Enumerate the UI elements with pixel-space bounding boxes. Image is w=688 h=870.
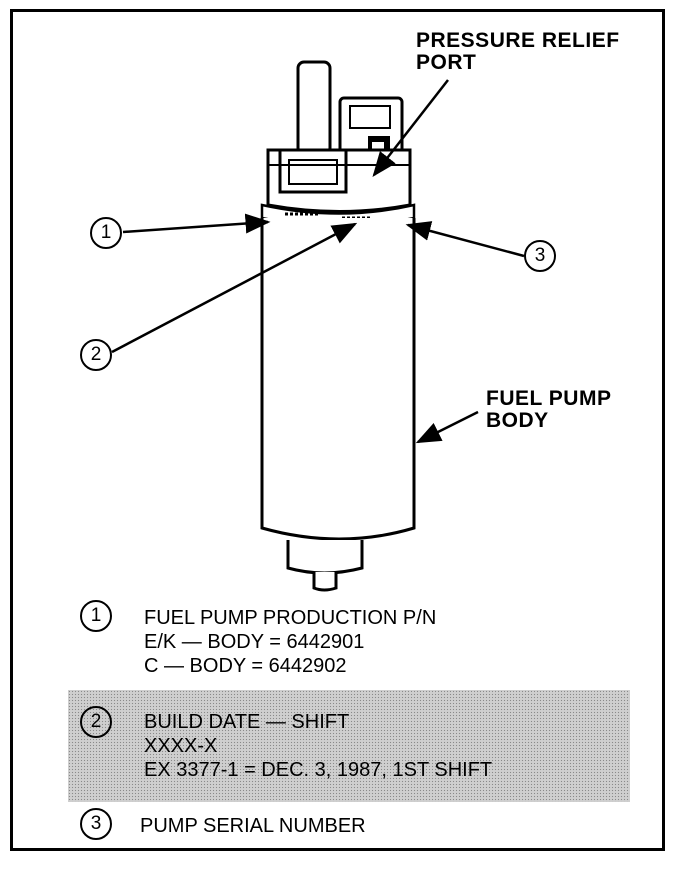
legend-1-circle: 1 [80, 600, 112, 632]
legend-item-2: BUILD DATE — SHIFT XXXX-X EX 3377-1 = DE… [144, 710, 492, 782]
fuel-pump-body-label: FUEL PUMP BODY [486, 388, 611, 432]
figure-frame [10, 9, 665, 851]
arrow-marker-1 [122, 213, 271, 234]
legend-3-line-1: PUMP SERIAL NUMBER [140, 815, 366, 837]
pressure-relief-line-2: PORT [416, 51, 477, 74]
marker-1-circle: 1 [90, 217, 122, 249]
legend-shaded-band [68, 690, 630, 802]
marker-2-circle: 2 [80, 339, 112, 371]
legend-1-line-2: E/K — BODY = 6442901 [144, 631, 365, 653]
legend-item-1: FUEL PUMP PRODUCTION P/N E/K — BODY = 64… [144, 606, 436, 678]
legend-1-line-3: C — BODY = 6442902 [144, 655, 347, 677]
legend-2-line-3: EX 3377-1 = DEC. 3, 1987, 1ST SHIFT [144, 759, 493, 781]
arrow-marker-3 [405, 221, 525, 258]
legend-1-line-1: FUEL PUMP PRODUCTION P/N [144, 607, 437, 629]
legend-item-3: PUMP SERIAL NUMBER [140, 814, 366, 838]
legend-3-circle: 3 [80, 808, 112, 840]
pressure-relief-port-label: PRESSURE RELIEF PORT [416, 30, 620, 74]
legend-2-line-2: XXXX-X [144, 735, 218, 757]
arrow-fuel-pump-body [415, 410, 479, 444]
legend-2-line-1: BUILD DATE — SHIFT [144, 711, 350, 733]
legend-2-circle: 2 [80, 706, 112, 738]
pump-body [260, 218, 416, 541]
pressure-relief-line-1: PRESSURE RELIEF [416, 29, 620, 52]
marker-3-circle: 3 [524, 240, 556, 272]
fuel-pump-body-line-2: BODY [486, 409, 549, 432]
inlet-nozzle [286, 540, 364, 592]
fuel-pump-body-line-1: FUEL PUMP [486, 387, 612, 410]
top-cap [266, 148, 412, 213]
outlet-tube [296, 60, 332, 156]
arrow-marker-2 [111, 222, 358, 354]
arrow-pressure-relief [372, 79, 449, 177]
